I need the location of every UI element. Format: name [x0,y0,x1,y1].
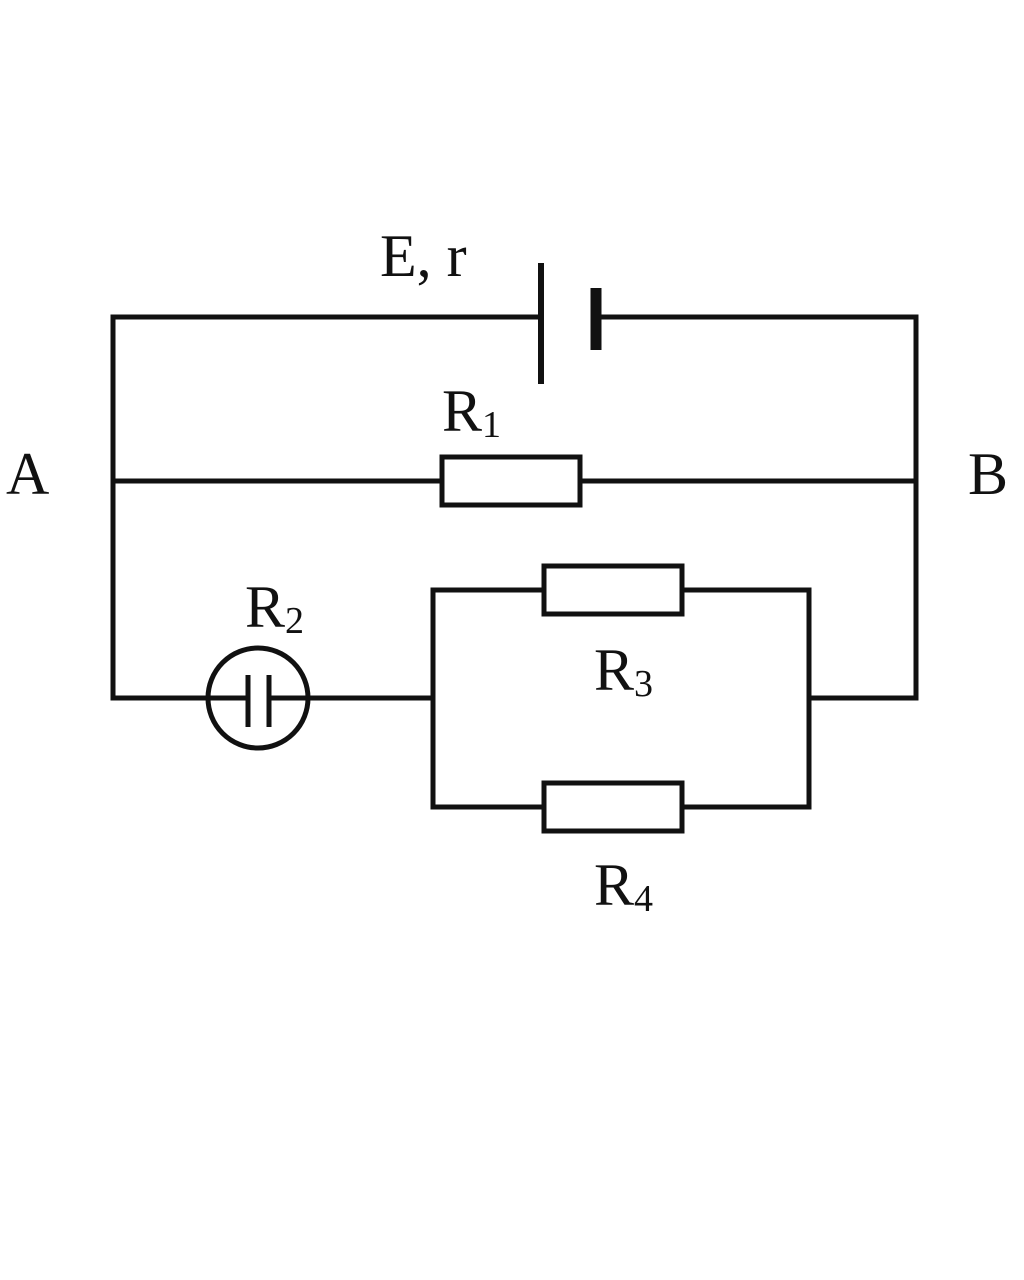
r1-branch [110,454,919,508]
label-r3-letter: R [594,637,634,703]
label-r1-letter: R [442,378,482,444]
label-r3-index: 3 [634,663,653,705]
bottom-branch [110,563,919,834]
label-node-b: B [968,441,1008,507]
label-r2: R2 [245,574,304,642]
label-r1-index: 1 [482,404,501,446]
label-r1: R1 [442,378,501,446]
source-branch [110,263,919,384]
resistor-r3 [541,563,685,617]
label-r2-letter: R [245,574,285,640]
resistor-r1 [439,454,583,508]
label-r4-index: 4 [634,878,653,920]
label-r4: R4 [594,852,653,920]
resistor-r4 [541,780,685,834]
label-source: E, r [380,223,467,289]
label-r2-index: 2 [285,600,304,642]
element-r2 [205,645,311,751]
label-r4-letter: R [594,852,634,918]
label-node-a: A [6,441,49,507]
label-r3: R3 [594,637,653,705]
